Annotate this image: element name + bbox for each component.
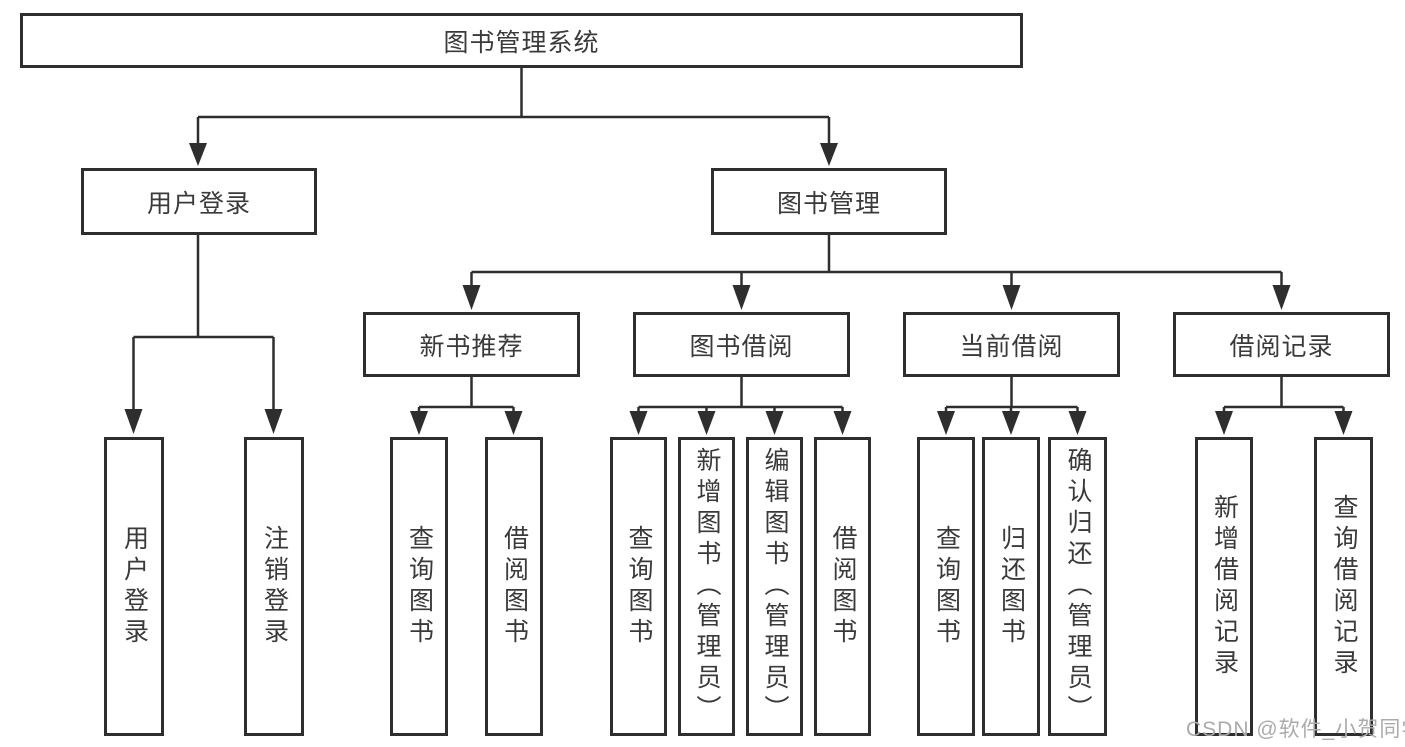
node-label: 新增借阅记录 [1210, 493, 1239, 680]
node-label: 用户登录 [146, 189, 251, 218]
node-label: 图书管理 [776, 189, 881, 218]
node-br-query-record: 查询借阅记录 [1314, 437, 1373, 736]
node-book-borrowing: 图书借阅 [633, 312, 850, 377]
node-label: 借阅图书 [829, 524, 857, 649]
node-bb-borrow-book: 借阅图书 [814, 437, 871, 736]
node-label: 图书管理系统 [443, 28, 600, 57]
node-label: 查询图书 [625, 524, 653, 649]
node-rec-borrow-book: 借阅图书 [485, 437, 543, 736]
node-cb-query-book: 查询图书 [917, 437, 975, 736]
node-label: 查询借阅记录 [1330, 493, 1358, 680]
node-user-login: 用户登录 [81, 168, 317, 235]
node-label: 新增图书（管理员） [693, 447, 721, 726]
node-book-management: 图书管理 [711, 168, 947, 235]
csdn-watermark: CSDN @软件_小贺同学 [1186, 718, 1405, 741]
node-logout: 注销登录 [244, 437, 304, 736]
node-cb-confirm-return-admin: 确认归还（管理员） [1048, 437, 1107, 736]
node-label: 借阅图书 [500, 524, 529, 649]
node-borrowing-records: 借阅记录 [1173, 312, 1390, 377]
node-label: 确认归还（管理员） [1064, 447, 1092, 726]
node-bb-add-book-admin: 新增图书（管理员） [678, 437, 735, 736]
node-new-book-recommend: 新书推荐 [363, 312, 580, 377]
node-label: 用户登录 [120, 524, 149, 649]
node-root: 图书管理系统 [20, 13, 1023, 68]
node-label: 查询图书 [932, 524, 961, 649]
node-label: 查询图书 [405, 524, 434, 649]
node-current-borrowing: 当前借阅 [903, 312, 1120, 377]
node-bb-query-book: 查询图书 [610, 437, 667, 736]
node-rec-query-book: 查询图书 [390, 437, 448, 736]
node-label: 图书借阅 [689, 332, 794, 361]
node-label: 新书推荐 [419, 332, 524, 361]
node-label: 归还图书 [997, 524, 1026, 649]
node-label: 编辑图书（管理员） [761, 447, 789, 726]
node-label: 当前借阅 [959, 332, 1064, 361]
node-label: 借阅记录 [1229, 332, 1334, 361]
node-user-login-leaf: 用户登录 [104, 437, 164, 736]
node-bb-edit-book-admin: 编辑图书（管理员） [746, 437, 803, 736]
node-cb-return-book: 归还图书 [982, 437, 1040, 736]
node-label: 注销登录 [260, 524, 289, 649]
arrowheads [124, 143, 1353, 435]
node-br-add-record: 新增借阅记录 [1195, 437, 1253, 736]
